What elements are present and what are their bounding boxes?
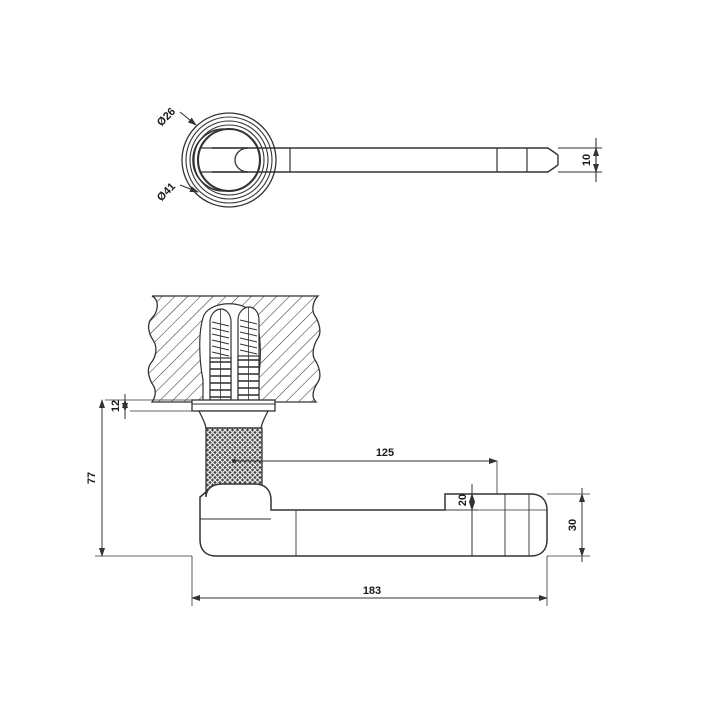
dimension-label-dia-41: Ø41 [155, 181, 178, 204]
dimension-v-20: 20 [445, 484, 478, 556]
dimension-label-v-30: 30 [567, 519, 579, 531]
lever-arm-plan [212, 147, 559, 173]
dimension-label-dia-26: Ø26 [155, 106, 178, 129]
dimension-dia-26: Ø26 [155, 106, 197, 129]
dimension-label-v-20: 20 [457, 494, 469, 506]
dimension-label-h-125: 125 [376, 447, 394, 459]
dimension-label-h-10: 10 [581, 154, 593, 166]
neck-flare [197, 410, 270, 429]
wall-section-group [147, 295, 321, 403]
knurled-neck [205, 427, 263, 493]
dimension-label-v-77: 77 [86, 472, 98, 484]
fixing-screw-right [237, 306, 260, 401]
rosette-base-plate [191, 399, 276, 412]
top-view-group: Ø26 Ø41 10 [155, 106, 602, 208]
side-view-handle-group [191, 399, 548, 557]
dimension-h-183: 183 [191, 556, 548, 606]
dimension-v-12: 12 [105, 394, 192, 419]
lever-body-side [199, 483, 548, 557]
dimension-h-125: 125 [232, 447, 498, 494]
dimension-h-10: 10 [558, 138, 602, 182]
dimension-v-30: 30 [547, 488, 590, 562]
dimension-label-v-12: 12 [110, 400, 122, 412]
dimension-v-77: 77 [86, 399, 192, 557]
dimension-dia-41: Ø41 [155, 181, 199, 204]
rosette-plan [181, 112, 277, 208]
fixing-screw-left [209, 308, 232, 401]
dimension-label-h-183: 183 [363, 585, 381, 597]
